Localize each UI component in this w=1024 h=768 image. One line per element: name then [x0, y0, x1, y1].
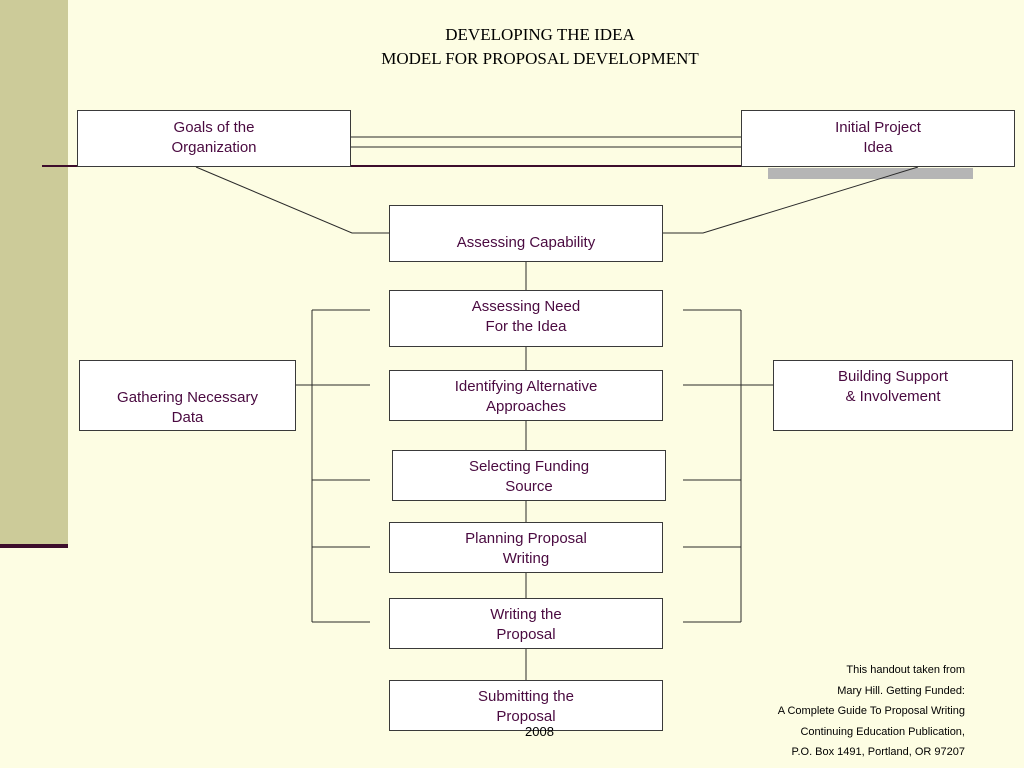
- box-planning-proposal: Planning Proposal Writing: [389, 522, 663, 573]
- box-goals-of-organization: Goals of the Organization: [77, 110, 351, 167]
- box-line: Data: [171, 409, 204, 426]
- box-submitting-proposal: Submitting the Proposal: [389, 680, 663, 731]
- source-credit: This handout taken from Mary Hill. Getti…: [778, 660, 965, 763]
- box-line: For the Idea: [485, 318, 567, 335]
- credit-line: P.O. Box 1491, Portland, OR 97207: [791, 746, 965, 758]
- credit-line: Continuing Education Publication,: [800, 725, 965, 738]
- box-line: Approaches: [485, 398, 567, 415]
- box-line: Proposal: [496, 626, 556, 643]
- box-line: Identifying Alternative: [454, 378, 598, 395]
- header-rule: [42, 165, 972, 167]
- box-line: Goals of the: [173, 119, 255, 136]
- box-gathering-data: Gathering Necessary Data: [79, 360, 296, 431]
- box-line: Building Support: [837, 368, 949, 385]
- box-identifying-alternatives: Identifying Alternative Approaches: [389, 370, 663, 421]
- side-decoration-bar: [0, 544, 68, 548]
- credit-line: A Complete Guide To Proposal Writing: [777, 705, 965, 717]
- year-label: 2008: [525, 724, 554, 739]
- box-assessing-capability: Assessing Capability: [389, 205, 663, 262]
- credit-line: Mary Hill. Getting Funded:: [837, 684, 965, 697]
- title-line-2: MODEL FOR PROPOSAL DEVELOPMENT: [381, 49, 699, 68]
- box-line: Planning Proposal: [465, 530, 587, 547]
- box-initial-project-idea: Initial Project Idea: [741, 110, 1015, 167]
- box-writing-proposal: Writing the Proposal: [389, 598, 663, 649]
- credit-line: This handout taken from: [846, 664, 965, 676]
- box-line: Assessing Capability: [456, 234, 596, 251]
- gray-accent-bar: [768, 168, 973, 179]
- box-line: Assessing Need: [471, 298, 581, 315]
- box-line: Gathering Necessary: [117, 389, 258, 406]
- box-line: Submitting the: [478, 688, 574, 705]
- side-decoration: [0, 0, 68, 546]
- box-building-support: Building Support & Involvement: [773, 360, 1013, 431]
- box-line: Proposal: [496, 708, 556, 725]
- box-line: Writing: [502, 550, 550, 567]
- box-line: Writing the: [490, 606, 562, 623]
- box-assessing-need: Assessing Need For the Idea: [389, 290, 663, 347]
- box-line: Initial Project: [835, 119, 921, 136]
- box-line: Source: [505, 478, 553, 495]
- box-line: & Involvement: [845, 388, 941, 405]
- box-line: Organization: [171, 139, 257, 156]
- box-line: Idea: [863, 139, 893, 156]
- box-line: Selecting Funding: [468, 458, 590, 475]
- title-line-1: DEVELOPING THE IDEA: [445, 25, 635, 44]
- box-selecting-funding: Selecting Funding Source: [392, 450, 666, 501]
